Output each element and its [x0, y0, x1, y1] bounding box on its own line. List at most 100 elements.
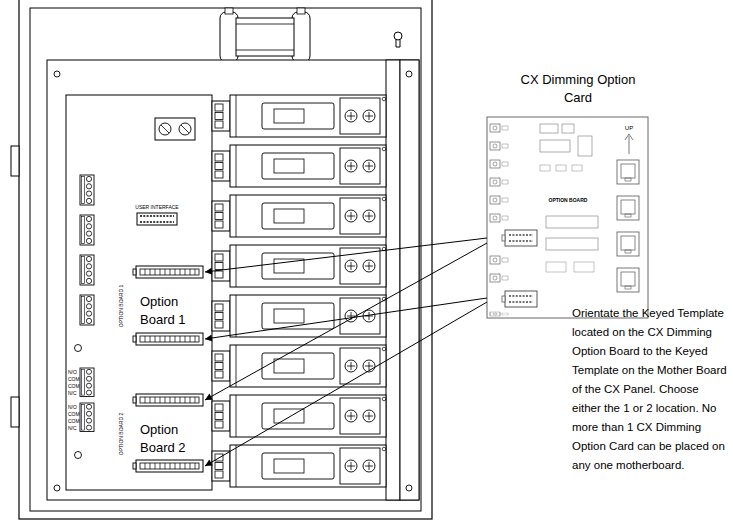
connector-arrow: [205, 243, 487, 400]
terminal-label: N/C: [68, 390, 77, 396]
option-card-drawing: [490, 178, 508, 186]
enclosure: [19, 0, 432, 519]
option-card-drawing: [546, 262, 566, 272]
back-plate: [54, 71, 60, 77]
connector-arrow: [205, 302, 487, 466]
mounting-rail: [386, 60, 419, 500]
option-card-drawing: [572, 165, 582, 171]
dimmer-modules: [212, 195, 386, 237]
door-hinge: [11, 146, 19, 427]
option-card-drawing: [490, 312, 508, 316]
input-terminals: [80, 175, 94, 432]
user-interface-connector: [137, 213, 177, 225]
input-terminals: [80, 215, 94, 245]
option-card-drawing: [490, 256, 508, 264]
dimmer-modules: [212, 145, 386, 187]
option-card-drawing: [617, 232, 639, 256]
dimmer-modules: [212, 395, 386, 437]
terminal-label: COM: [68, 383, 80, 389]
power-terminal: [155, 118, 195, 140]
option-connectors: [133, 460, 203, 472]
option-connectors: [133, 266, 203, 472]
input-terminals: [80, 295, 94, 325]
node-heading: Option Board 1: [140, 293, 196, 329]
terminal-label: N/O: [68, 369, 77, 375]
node-heading: CX Dimming Option Card: [519, 71, 637, 107]
option-card-drawing: [490, 160, 508, 168]
connector-label: USER INTERFACE: [135, 204, 178, 210]
input-terminals: [80, 255, 94, 285]
instruction-note: Orientate the Keyed Template located on …: [572, 304, 730, 475]
mounting-rail: [400, 60, 419, 500]
node-heading: Option Board 2: [140, 421, 196, 457]
enclosure: [30, 8, 421, 511]
transformer: [236, 18, 294, 56]
mother-board: [75, 452, 82, 459]
back-plate: [47, 60, 419, 500]
option-card-drawing: [490, 196, 508, 204]
option-card-drawing: [562, 124, 574, 133]
input-terminals: [80, 175, 94, 205]
option-card-drawing: [617, 196, 639, 220]
transformer: [220, 12, 238, 62]
mother-board: [66, 95, 212, 490]
option-connectors: [133, 333, 203, 345]
option-card-drawing: [546, 238, 598, 250]
option-card-drawing: [556, 165, 566, 171]
mounting-rail: [406, 485, 412, 491]
terminal-label: COM: [68, 418, 80, 424]
transformer: [297, 8, 305, 14]
mother-board: [66, 95, 212, 490]
option-card-drawing: [490, 274, 508, 282]
keyhole: [394, 32, 402, 40]
mother-board: [75, 345, 82, 352]
dimmer-modules: [212, 445, 386, 487]
connector-arrow: [205, 298, 487, 339]
dimmer-modules: [212, 95, 386, 137]
dimmer-modules: [212, 245, 386, 287]
option-card-drawing: [625, 134, 633, 154]
option-card-drawing: [578, 136, 592, 156]
mounting-rail: [386, 60, 400, 500]
option-card-drawing: [617, 160, 639, 184]
user-interface-connector: [140, 216, 174, 222]
option-card-drawing: [540, 124, 558, 133]
back-plate: [54, 485, 60, 491]
option-connectors: [133, 266, 203, 278]
transformer: [292, 12, 310, 62]
option-card-drawing: [540, 165, 550, 171]
option-card: CX Dimming Option Card: [487, 68, 669, 320]
option-card-drawing: [487, 117, 648, 318]
power-terminal: [155, 118, 195, 140]
option-connectors: [133, 394, 203, 406]
option-card-drawing: [617, 268, 639, 292]
card-marking: OPTION BOARD: [549, 197, 588, 203]
option-card-drawing: [502, 291, 537, 307]
keyhole: [396, 40, 400, 47]
card-marking: UP: [625, 124, 633, 132]
option-card-drawing: [490, 214, 508, 222]
terminal-label: COM: [68, 411, 80, 417]
option-card-drawing: [490, 142, 508, 150]
terminal-label: N/O: [68, 404, 77, 410]
option-board-location: Option Board 2: [128, 390, 205, 478]
option-card-drawing: [487, 117, 648, 318]
option-card-drawing: [546, 216, 598, 228]
dimmer-modules: [212, 345, 386, 387]
board-label: OPTION BOARD 2: [118, 413, 124, 456]
option-card-drawing: [574, 262, 594, 272]
input-terminals: [80, 403, 94, 432]
terminal-label: COM: [68, 376, 80, 382]
back-plate: [47, 60, 419, 500]
option-board-location: Option Board 1: [128, 262, 205, 350]
dimmer-modules: [212, 95, 386, 487]
option-card-drawing: [540, 140, 570, 152]
enclosure: [19, 0, 432, 519]
user-interface-connector: [137, 213, 177, 225]
option-card-drawing: [502, 230, 537, 246]
mounting-rail: [406, 71, 412, 77]
transformer: [220, 8, 310, 62]
transformer: [225, 8, 233, 14]
